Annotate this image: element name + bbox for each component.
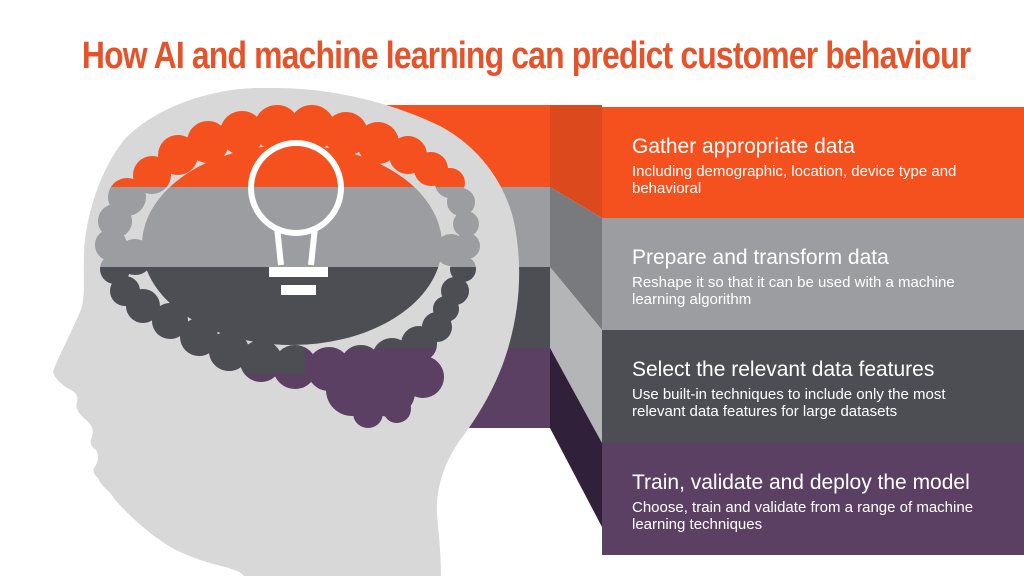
step-body: Reshape it so that it can be used with a… bbox=[632, 274, 955, 308]
step-body: Including demographic, location, device … bbox=[632, 163, 957, 197]
fold-train bbox=[550, 348, 602, 527]
fold-gather bbox=[550, 105, 602, 218]
step-body: Choose, train and validate from a range … bbox=[632, 499, 974, 533]
brain-band-gray bbox=[95, 187, 480, 267]
step-heading: Train, validate and deploy the model bbox=[632, 471, 970, 494]
fold-select bbox=[550, 267, 602, 443]
step-heading: Gather appropriate data bbox=[632, 135, 855, 158]
step-heading: Select the relevant data features bbox=[632, 358, 935, 381]
lightbulb-icon bbox=[248, 140, 344, 295]
step-panel-prepare: Prepare and transform data Reshape it so… bbox=[602, 218, 1024, 330]
step-panel-train: Train, validate and deploy the model Cho… bbox=[602, 443, 1024, 555]
step-panel-select: Select the relevant data features Use bu… bbox=[602, 330, 1024, 443]
step-heading: Prepare and transform data bbox=[632, 246, 889, 269]
page-title: How AI and machine learning can predict … bbox=[81, 35, 971, 77]
step-body: Use built-in techniques to include only … bbox=[632, 386, 946, 420]
fold-prepare bbox=[550, 187, 602, 330]
step-panel-gather: Gather appropriate data Including demogr… bbox=[602, 107, 1024, 218]
ribbon-folds bbox=[550, 105, 602, 527]
